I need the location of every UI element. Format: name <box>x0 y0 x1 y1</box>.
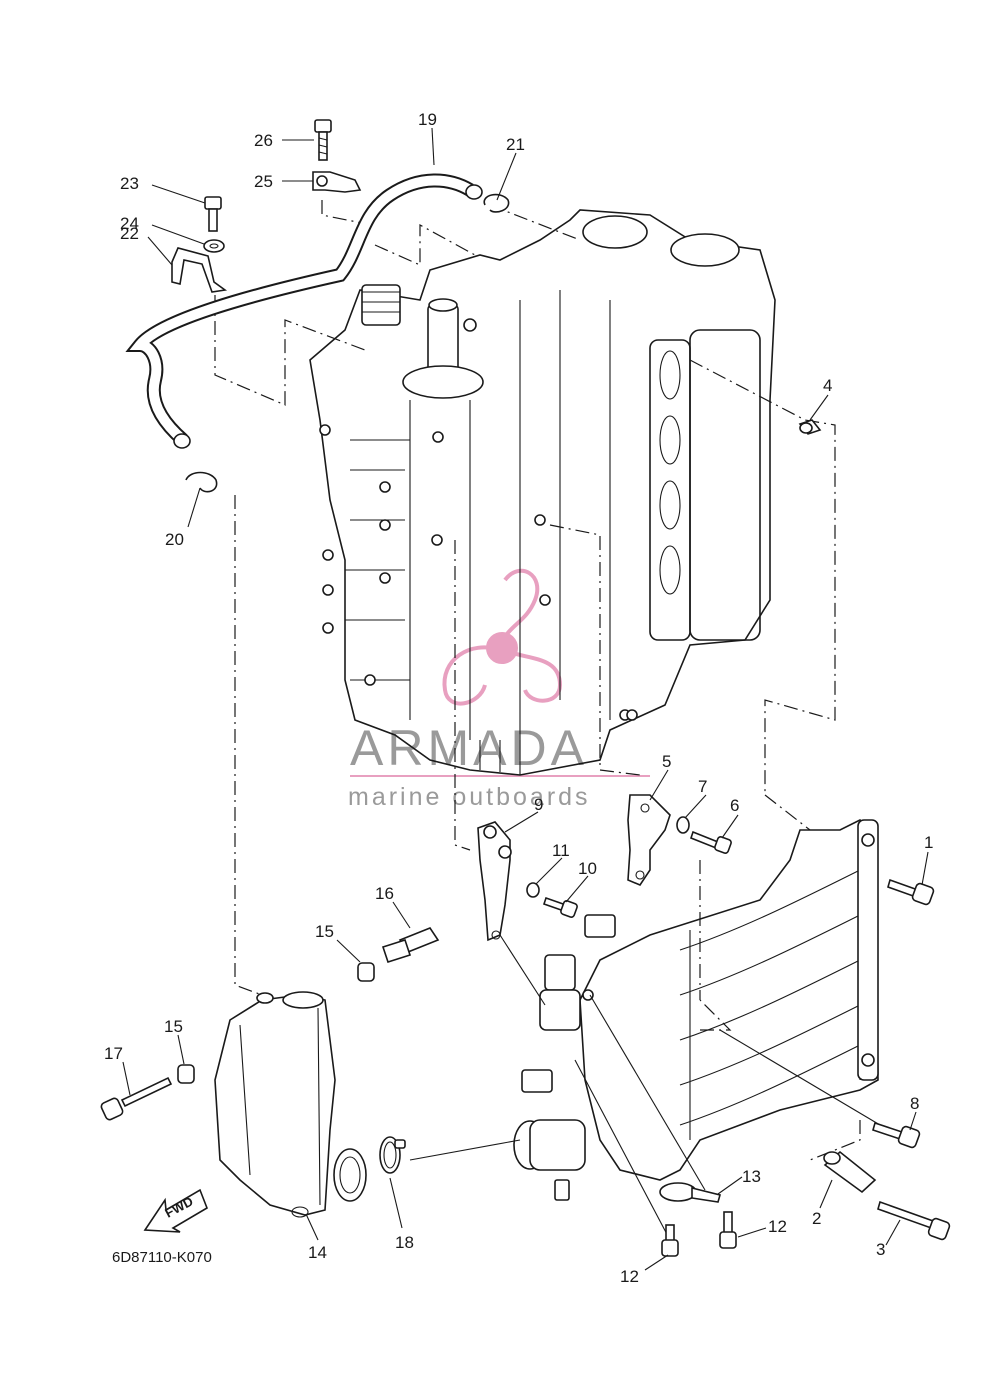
washer-24 <box>203 239 225 253</box>
washer-11 <box>526 882 540 898</box>
callout-15-lower: 15 <box>164 1017 183 1036</box>
watermark-logo-icon <box>442 568 563 706</box>
callout-23: 23 <box>120 174 139 193</box>
callout-15-top: 15 <box>315 922 334 941</box>
bolt-17 <box>100 1076 173 1121</box>
callout-21: 21 <box>506 135 525 154</box>
callout-14: 14 <box>308 1243 327 1262</box>
bolt-6 <box>690 830 732 854</box>
callout-20: 20 <box>165 530 184 549</box>
callout-7: 7 <box>698 777 707 796</box>
sensor-bracket-9 <box>477 821 512 942</box>
watermark-brand: ARMADA <box>350 720 588 776</box>
clamp-25 <box>312 171 362 193</box>
collar-2 <box>823 1150 877 1194</box>
callout-2: 2 <box>812 1209 821 1228</box>
clamp-18 <box>379 1136 406 1174</box>
breather-hose <box>125 173 483 449</box>
dowel-4 <box>798 419 822 435</box>
clip-21 <box>483 193 510 213</box>
callout-26: 26 <box>254 131 273 150</box>
callout-17: 17 <box>104 1044 123 1063</box>
bolt-26 <box>314 119 332 161</box>
bracket-5 <box>627 794 671 886</box>
callout-4: 4 <box>823 376 832 395</box>
grommet-15-lower <box>177 1064 195 1084</box>
bolt-23 <box>204 196 222 232</box>
bolt-3 <box>877 1200 951 1241</box>
callout-22: 22 <box>120 224 139 243</box>
callout-25: 25 <box>254 172 273 191</box>
watermark: ARMADA marine outboards <box>348 568 650 811</box>
intake-manifold <box>513 819 879 1201</box>
callout-1: 1 <box>924 833 933 852</box>
grommet-15-top <box>357 962 375 982</box>
callout-9: 9 <box>534 795 543 814</box>
bolt-1 <box>887 878 935 906</box>
callout-11: 11 <box>552 841 570 860</box>
callout-16: 16 <box>375 884 394 903</box>
diagram-code: 6D87110-K070 <box>112 1249 212 1266</box>
callout-12-right: 12 <box>768 1217 787 1236</box>
leader-lines <box>122 127 929 1271</box>
bracket-13 <box>659 1182 721 1203</box>
assembly-lines <box>214 200 881 1241</box>
fwd-arrow-icon: FWD <box>143 1188 208 1233</box>
washer-7 <box>676 816 690 834</box>
callout-5: 5 <box>662 752 671 771</box>
engine-block <box>309 209 776 776</box>
callout-12-left: 12 <box>620 1267 639 1286</box>
callout-24: 24 <box>120 214 139 233</box>
callout-8: 8 <box>910 1094 919 1113</box>
bolt-8 <box>872 1121 921 1149</box>
pipe-16 <box>381 927 440 964</box>
callout-13: 13 <box>742 1167 761 1186</box>
callout-numbers: 1 2 3 4 5 6 7 8 9 10 11 12 12 13 14 15 1… <box>104 110 933 1286</box>
bolt-12-left <box>661 1224 679 1257</box>
callout-10: 10 <box>578 859 597 878</box>
silencer-14 <box>214 991 367 1218</box>
clip-20 <box>185 471 218 493</box>
bracket-22 <box>171 247 228 293</box>
watermark-tagline: marine outboards <box>348 783 591 811</box>
callout-3: 3 <box>876 1240 885 1259</box>
callout-19: 19 <box>418 110 437 129</box>
bolt-12-right <box>719 1211 737 1249</box>
callout-18: 18 <box>395 1233 414 1252</box>
callout-6: 6 <box>730 796 739 815</box>
bolt-10 <box>542 896 578 918</box>
